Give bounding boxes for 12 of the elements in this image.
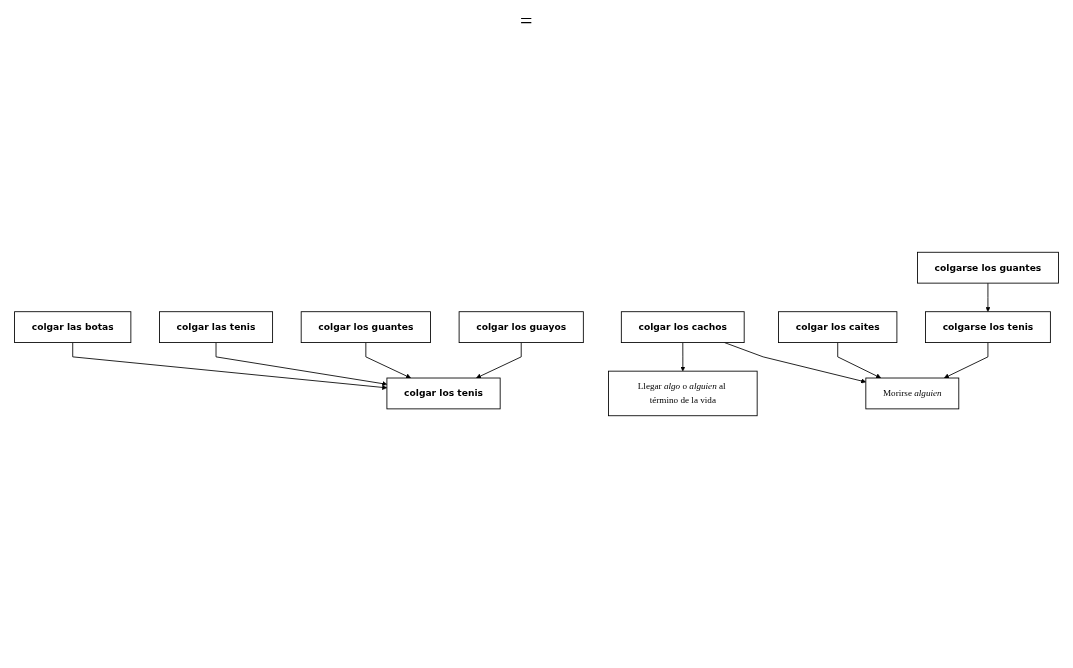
node-box: colgar los cachos: [620, 311, 745, 343]
node-box: Llegar algo o alguien al término de la vida: [608, 370, 758, 417]
node-box: colgar los guantes: [300, 311, 431, 343]
node-box: Morirse alguien: [865, 377, 960, 410]
equals-sign: =: [520, 8, 533, 33]
node-box: colgarse los tenis: [925, 311, 1051, 343]
node-box: colgar los tenis: [386, 377, 501, 410]
node-box: colgar los guayos: [458, 311, 584, 343]
node-box: colgar los caites: [778, 311, 898, 343]
node-box: colgar las botas: [14, 311, 132, 343]
node-box: colgarse los guantes: [917, 251, 1059, 284]
node-box: colgar las tenis: [159, 311, 274, 343]
